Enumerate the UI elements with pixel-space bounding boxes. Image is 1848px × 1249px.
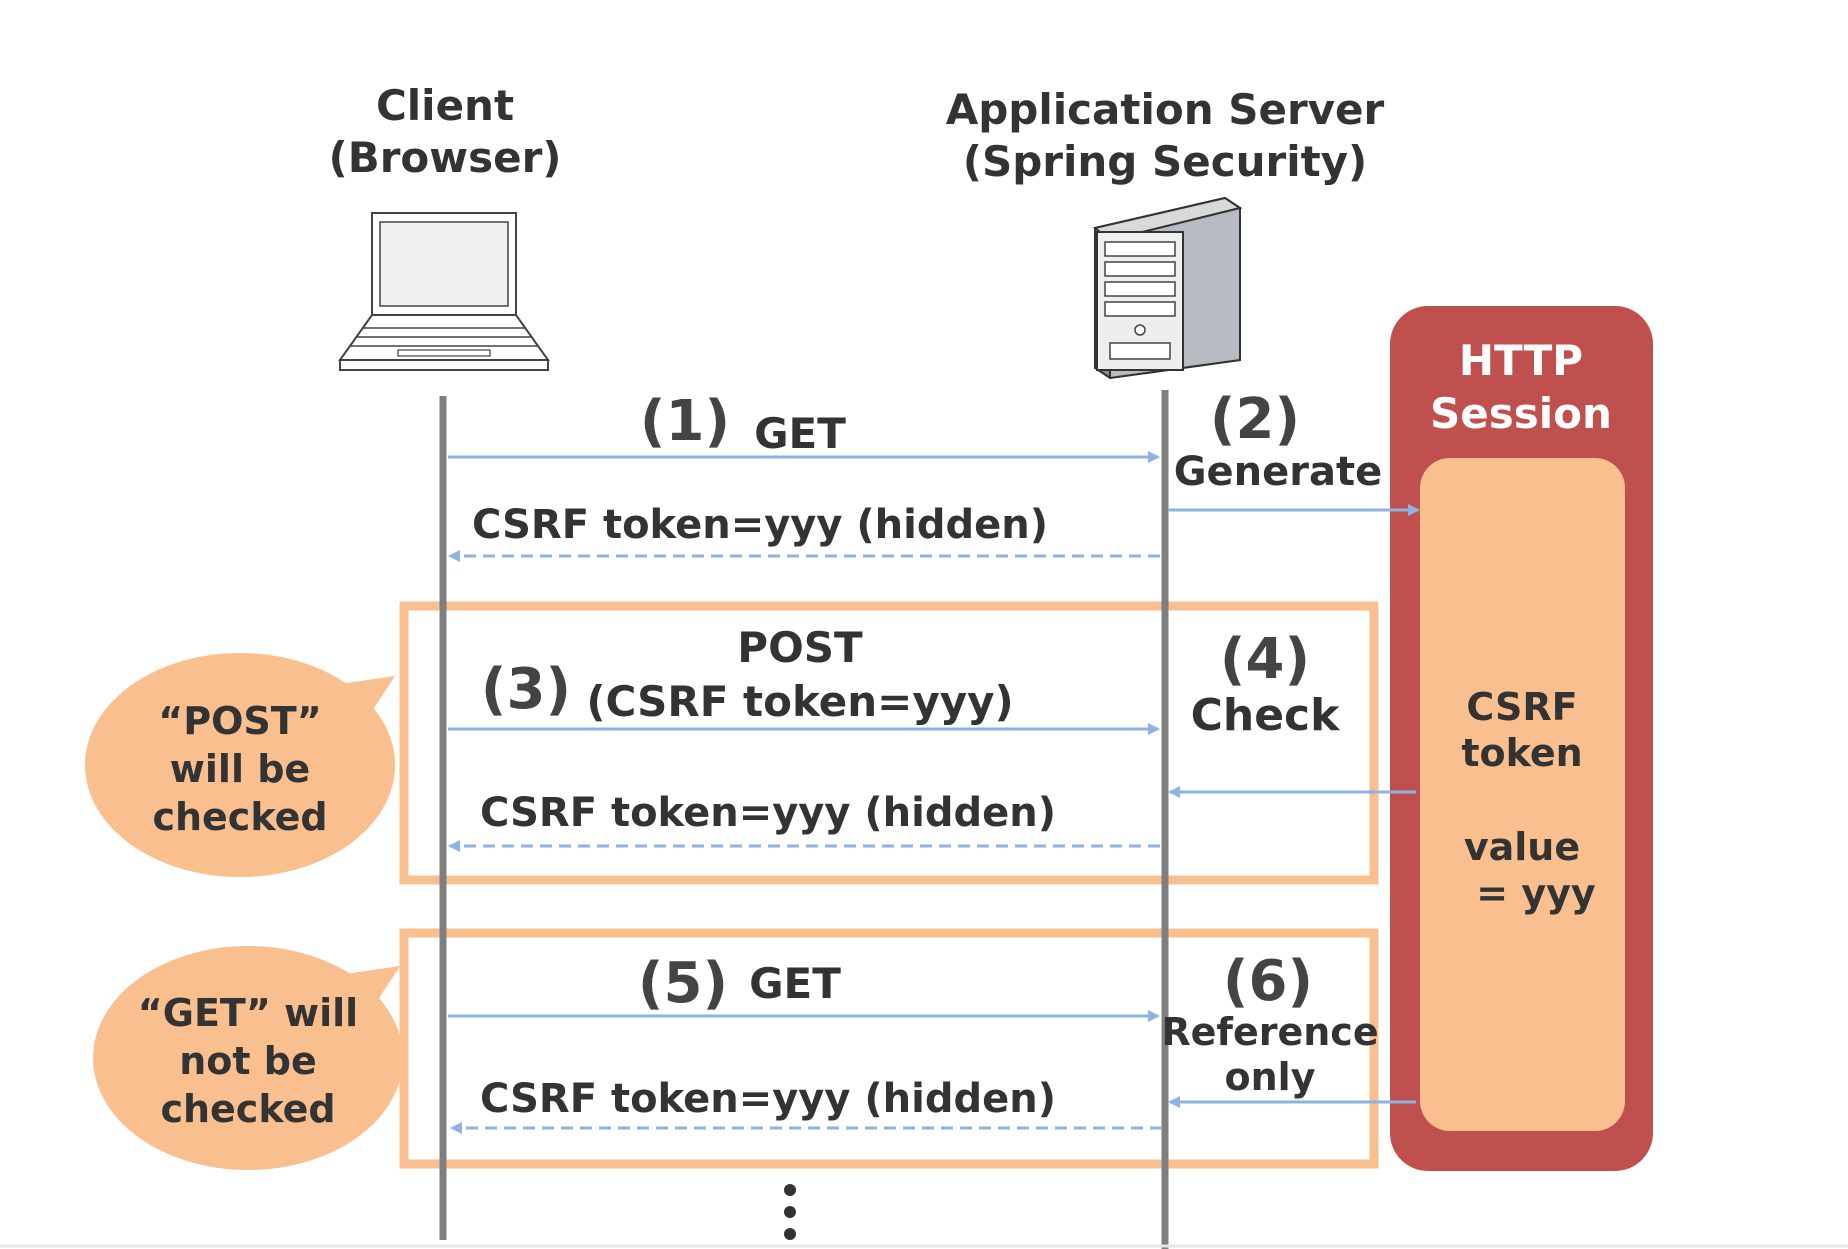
response-5-label: CSRF token=yyy (hidden)	[480, 1076, 1056, 1122]
step-4-label: Check	[1191, 690, 1342, 741]
http-session-box: HTTP Session CSRF token value = yyy	[1390, 306, 1653, 1171]
post-callout-line2: will be	[170, 747, 310, 791]
step-6-label-reference: Reference	[1161, 1010, 1378, 1054]
get-callout: “GET” will not be checked	[93, 946, 403, 1170]
post-check-group	[399, 601, 1379, 885]
step-6-number: (6)	[1223, 949, 1313, 1014]
server-icon	[1092, 196, 1243, 380]
step-2-label: Generate	[1174, 449, 1383, 495]
get-callout-line1: “GET” will	[138, 991, 358, 1035]
response-3-label: CSRF token=yyy (hidden)	[480, 790, 1056, 836]
client-title: Client	[376, 81, 514, 130]
step-1-label: GET	[754, 409, 846, 458]
step-4-number: (4)	[1220, 627, 1310, 692]
session-title-http: HTTP	[1459, 336, 1583, 385]
step-5-label: GET	[749, 959, 841, 1008]
session-title-session: Session	[1430, 389, 1612, 438]
get-callout-line2: not be	[179, 1039, 317, 1083]
step-3-label-token: (CSRF token=yyy)	[586, 677, 1013, 726]
server-subtitle: (Spring Security)	[963, 137, 1368, 186]
csrf-token-store	[1420, 458, 1625, 1131]
step-3-label-post: POST	[737, 623, 863, 672]
step-5-number: (5)	[638, 951, 728, 1016]
step-2-number: (2)	[1210, 387, 1300, 452]
token-label-csrf: CSRF	[1466, 685, 1577, 729]
continuation-ellipsis-icon	[784, 1184, 796, 1240]
laptop-icon	[338, 212, 550, 371]
step-1-number: (1)	[640, 389, 730, 454]
get-reference-group	[399, 928, 1379, 1169]
response-1-label: CSRF token=yyy (hidden)	[472, 502, 1048, 548]
token-value-label: value	[1464, 825, 1580, 869]
token-value: = yyy	[1476, 871, 1596, 915]
post-callout: “POST” will be checked	[85, 653, 395, 877]
token-label-token: token	[1461, 731, 1582, 775]
step-3-number: (3)	[481, 657, 571, 722]
post-callout-line3: checked	[152, 795, 327, 839]
client-subtitle: (Browser)	[329, 133, 562, 182]
server-title: Application Server	[946, 85, 1385, 134]
post-callout-line1: “POST”	[158, 699, 321, 743]
step-6-label-only: only	[1225, 1055, 1316, 1099]
get-callout-line3: checked	[160, 1087, 335, 1131]
